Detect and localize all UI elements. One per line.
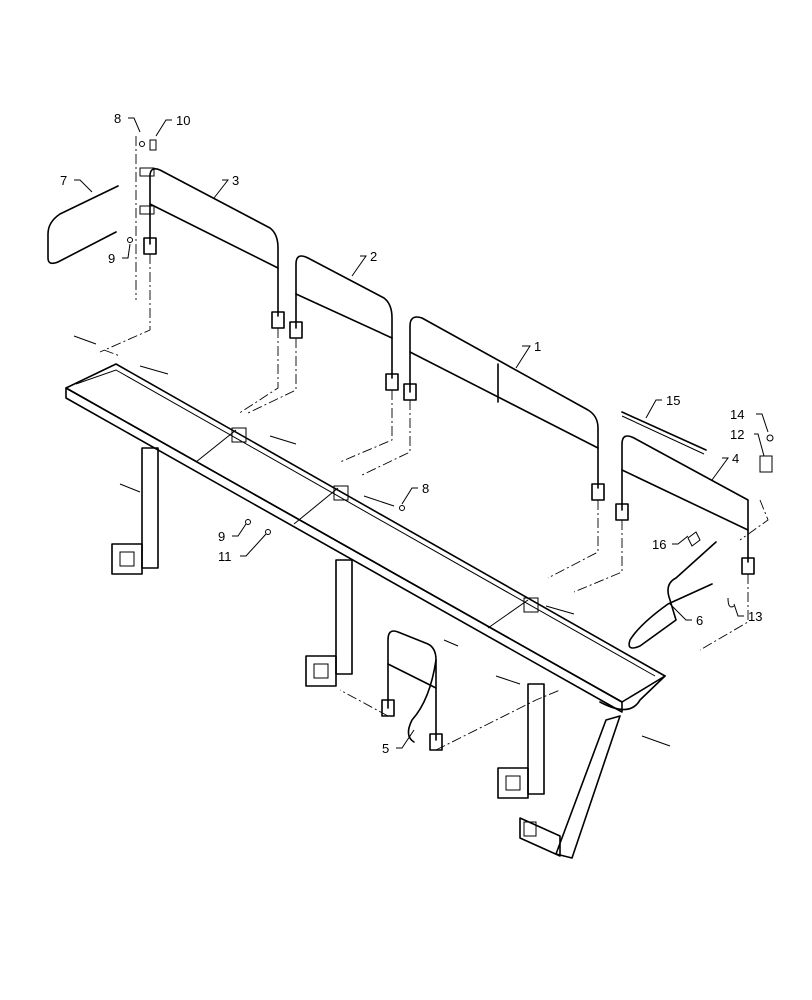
callout-2: 2 xyxy=(351,249,377,277)
callout-9-mid: 9 xyxy=(218,523,247,544)
support-leg-2 xyxy=(305,559,353,687)
callout-15-label: 15 xyxy=(666,393,680,408)
alignment-lines xyxy=(99,136,769,751)
callout-10-label: 10 xyxy=(176,113,190,128)
support-leg-1 xyxy=(111,447,159,575)
callout-5-label: 5 xyxy=(382,741,389,756)
callout-8-top: 8 xyxy=(114,111,141,133)
bar-15 xyxy=(621,411,707,455)
callout-1: 1 xyxy=(515,339,541,369)
callout-8-mid: 8 xyxy=(401,481,429,505)
callout-14-label: 14 xyxy=(730,407,744,422)
callout-11-label: 11 xyxy=(218,549,232,564)
railing-1 xyxy=(403,316,605,501)
callout-12: 12 xyxy=(730,427,765,457)
callout-4-label: 4 xyxy=(732,451,739,466)
loop-rail-6 xyxy=(628,541,717,649)
callout-7: 7 xyxy=(60,173,93,193)
railing-3 xyxy=(139,167,285,329)
callout-5: 5 xyxy=(382,729,415,756)
callout-16: 16 xyxy=(652,535,689,552)
callout-13: 13 xyxy=(733,603,762,624)
callout-12-label: 12 xyxy=(730,427,744,442)
callout-9-top: 9 xyxy=(108,243,131,266)
walkway-platform xyxy=(65,363,666,713)
callout-10: 10 xyxy=(155,113,190,137)
callout-9-top-label: 9 xyxy=(108,251,115,266)
callout-6-label: 6 xyxy=(696,613,703,628)
callout-16-label: 16 xyxy=(652,537,666,552)
railing-4 xyxy=(615,435,755,575)
callout-8-top-label: 8 xyxy=(114,111,121,126)
callout-2-label: 2 xyxy=(370,249,377,264)
support-leg-3 xyxy=(497,683,545,799)
callout-13-label: 13 xyxy=(748,609,762,624)
callout-14: 14 xyxy=(730,407,769,433)
callout-3-label: 3 xyxy=(232,173,239,188)
callout-15: 15 xyxy=(645,393,680,419)
railing-2 xyxy=(289,255,399,391)
loop-rail-7 xyxy=(47,185,119,265)
callout-9-mid-label: 9 xyxy=(218,529,225,544)
callout-6: 6 xyxy=(669,603,703,628)
callout-1-label: 1 xyxy=(534,339,541,354)
callout-7-label: 7 xyxy=(60,173,67,188)
callout-4: 4 xyxy=(711,451,739,481)
callout-8-mid-label: 8 xyxy=(422,481,429,496)
callout-11: 11 xyxy=(218,533,267,564)
hardware xyxy=(73,139,774,747)
diagonal-brace xyxy=(519,715,621,859)
callout-3: 3 xyxy=(213,173,239,199)
